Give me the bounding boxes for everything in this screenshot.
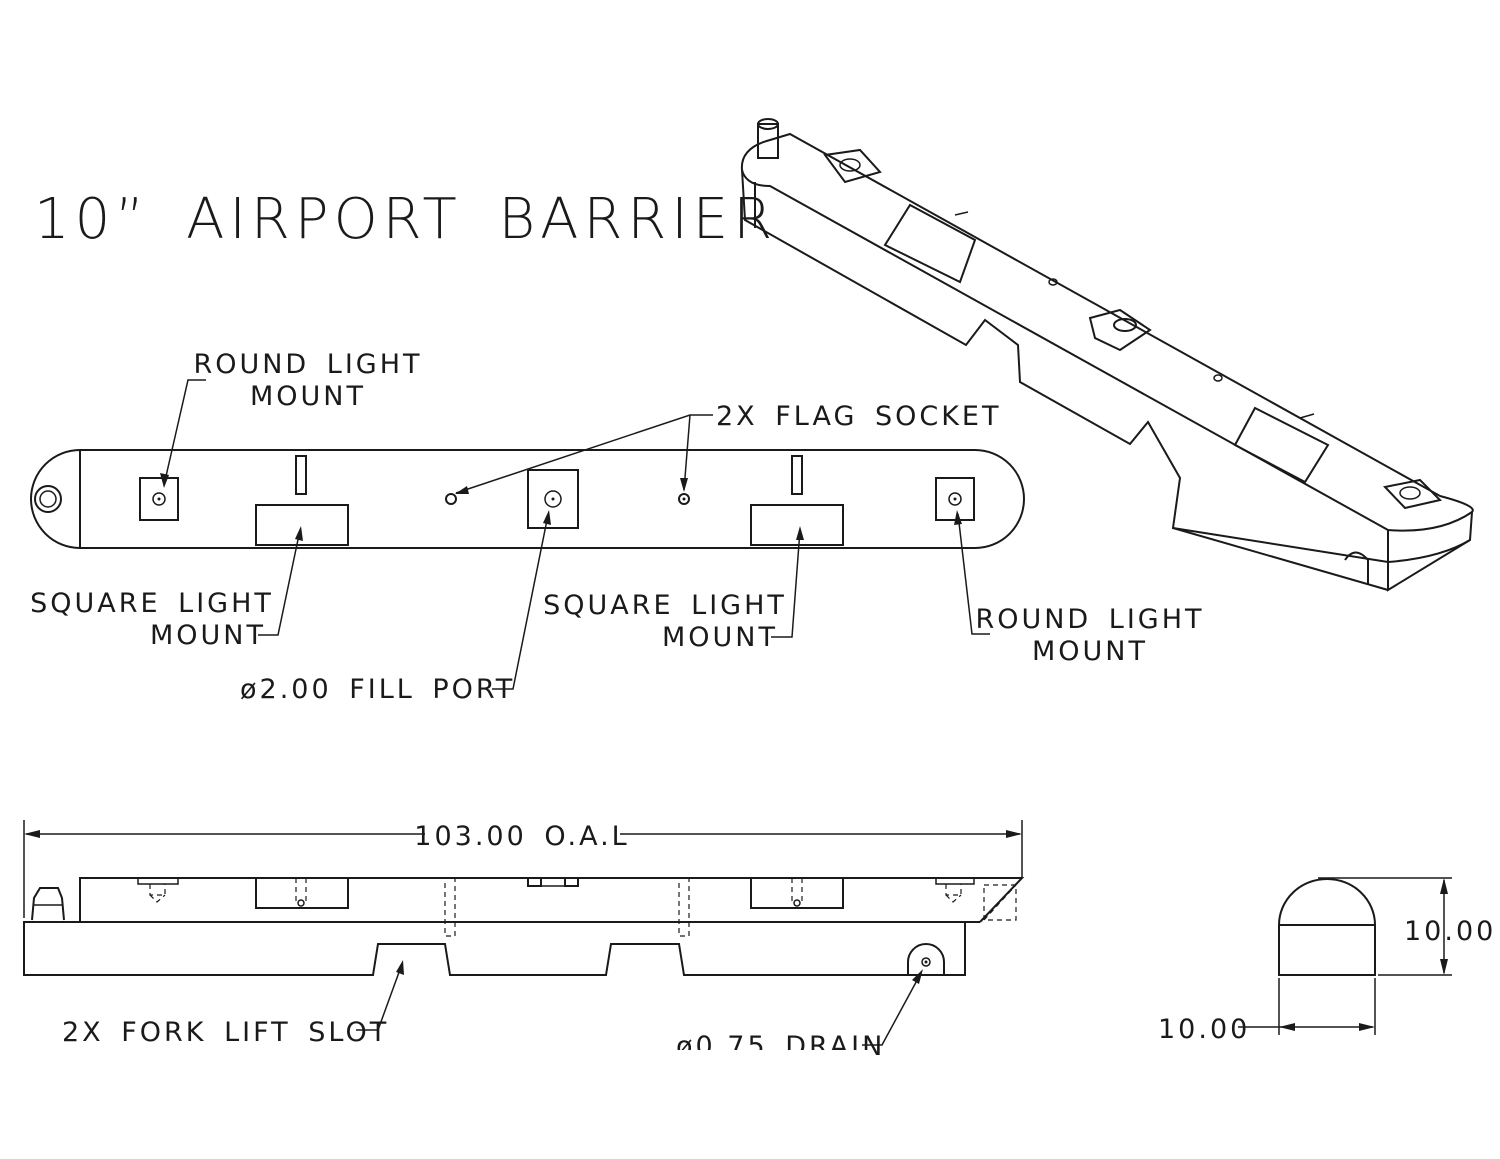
end-profile xyxy=(1278,878,1376,976)
leader-square-left xyxy=(258,529,301,636)
side-view: 103.00 O.A.L 2X FORK LIFT SLOT xyxy=(23,820,1025,1064)
iso-post xyxy=(757,123,779,159)
end-hole-inner xyxy=(39,490,57,508)
label-fork-lift-slot: 2X FORK LIFT SLOT xyxy=(62,1017,389,1048)
side-square-mount-right xyxy=(750,877,844,909)
top-view: ROUND LIGHT MOUNT 2X FLAG SOCKET SQUARE … xyxy=(30,349,1204,705)
iso-drain xyxy=(1344,551,1369,585)
leader-round-left xyxy=(163,379,206,486)
label-round-light-left-1: ROUND LIGHT xyxy=(193,349,422,380)
barrier-outline-top xyxy=(30,449,1025,549)
square-light-mount-left xyxy=(255,504,349,546)
label-square-light-right-2: MOUNT xyxy=(662,622,778,653)
iso-body xyxy=(740,132,1474,564)
isometric-view xyxy=(740,118,1474,592)
leader-round-right xyxy=(957,513,990,635)
iso-round-mount-2 xyxy=(1383,478,1442,510)
label-round-light-left-2: MOUNT xyxy=(250,381,366,412)
flag-socket-right xyxy=(678,493,690,505)
drawing-title: 10” AIRPORT BARRIER xyxy=(34,187,777,252)
iso-square-mount-2 xyxy=(1233,406,1330,484)
end-view: 10.00 10.00 xyxy=(1158,877,1496,1045)
leader-flag-left xyxy=(455,414,713,494)
iso-top-edge xyxy=(741,169,1473,532)
end-hole-outer xyxy=(34,485,62,513)
label-round-light-right-2: MOUNT xyxy=(1032,636,1148,667)
dim-height: 10.00 xyxy=(1404,916,1496,947)
side-flag-socket-right xyxy=(678,877,690,937)
label-square-light-right-1: SQUARE LIGHT xyxy=(543,590,787,621)
round-light-hole-left xyxy=(152,492,166,506)
iso-post-top xyxy=(757,118,779,130)
side-base xyxy=(23,921,966,976)
leader-fill-port xyxy=(492,514,549,690)
slot-left xyxy=(295,455,307,495)
iso-flag-socket-1 xyxy=(1048,278,1058,286)
leader-flag-right xyxy=(683,414,691,491)
iso-round-mount-1 xyxy=(823,148,882,184)
square-light-mount-right xyxy=(750,504,844,546)
round-light-mount-left xyxy=(139,477,179,521)
iso-fill-port xyxy=(1088,308,1152,352)
dim-width: 10.00 xyxy=(1158,1014,1250,1045)
dim-overall-length: 103.00 O.A.L xyxy=(414,821,629,852)
label-square-light-left-2: MOUNT xyxy=(150,620,266,651)
iso-square-mount-1 xyxy=(883,203,977,284)
label-square-light-left-1: SQUARE LIGHT xyxy=(30,588,274,619)
round-light-hole-right xyxy=(948,492,962,506)
label-flag-socket: 2X FLAG SOCKET xyxy=(716,401,1001,432)
side-square-mount-left xyxy=(255,877,349,909)
side-post xyxy=(31,887,65,921)
iso-bottom-edge xyxy=(1172,527,1389,591)
side-upper xyxy=(79,877,1025,923)
label-round-light-right-1: ROUND LIGHT xyxy=(975,604,1204,635)
leader-square-right xyxy=(771,529,801,638)
label-fill-port: ø2.00 FILL PORT xyxy=(240,674,515,705)
fill-port-mount xyxy=(527,469,579,529)
side-flag-socket-left xyxy=(444,877,456,937)
leader-fork-lift xyxy=(356,963,403,1031)
slot-right xyxy=(791,455,803,495)
fill-port-hole xyxy=(544,490,562,508)
side-drain xyxy=(907,943,945,975)
leader-drain xyxy=(862,972,922,1046)
iso-flag-socket-2 xyxy=(1213,374,1223,382)
flag-socket-left xyxy=(445,493,457,505)
